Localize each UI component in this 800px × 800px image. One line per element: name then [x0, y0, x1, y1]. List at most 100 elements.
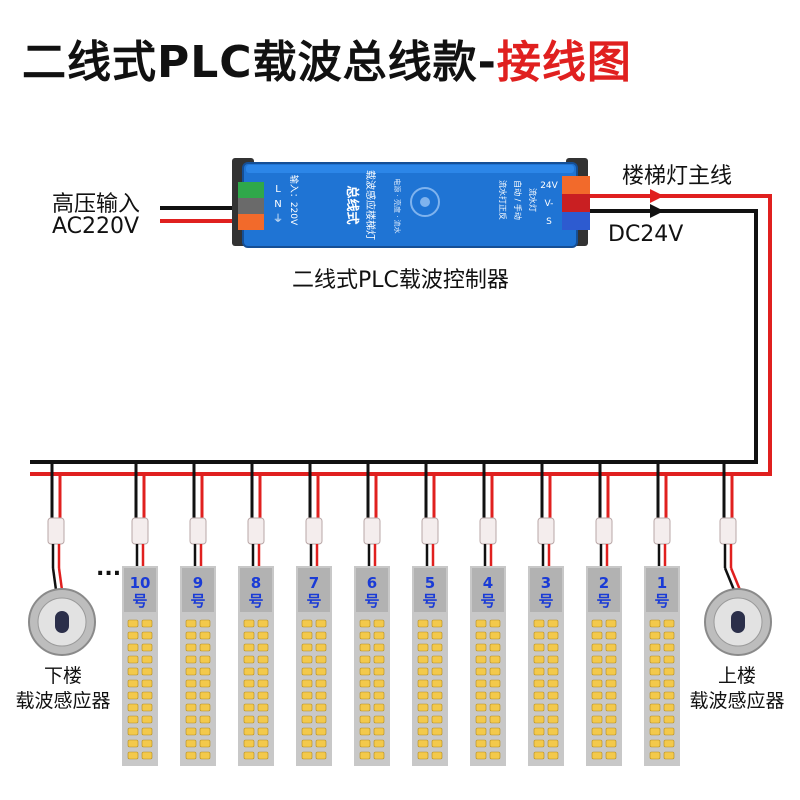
strip-7-led-10-left [301, 739, 313, 748]
strip-7-connector [305, 517, 323, 545]
controller-side-text-mid: 自动 / 手动 [513, 180, 523, 220]
strip-9-led-10-left [185, 739, 197, 748]
strip-number-unit: 号 [306, 592, 322, 610]
strip-number-value: 3 [540, 574, 552, 592]
strip-3-led-8-left [533, 715, 545, 724]
strip-2-led-11-left [591, 751, 603, 760]
controller-mode-text: 电源 · 亮度 · 流水 [393, 178, 402, 233]
strip-3-connector [537, 517, 555, 545]
controller-title-line1: 总线式 [344, 185, 360, 224]
up-sensor-line1: 上楼 [717, 665, 756, 687]
strip-9-led-3-right [199, 655, 211, 664]
strip-7-led-3-left [301, 655, 313, 664]
strip-4-led-9-right [489, 727, 501, 736]
strip-5-led-2-left [417, 643, 429, 652]
strip-3-led-9-right [547, 727, 559, 736]
strip-6-led-5-right [373, 679, 385, 688]
strip-number-unit: 号 [190, 592, 206, 610]
strip-6-led-10-left [359, 739, 371, 748]
strip-5-led-8-left [417, 715, 429, 724]
strip-4-led-1-left [475, 631, 487, 640]
strip-3-led-10-left [533, 739, 545, 748]
strip-3-led-4-left [533, 667, 545, 676]
strip-9-led-1-left [185, 631, 197, 640]
strip-2-led-3-right [605, 655, 617, 664]
strip-4-led-2-right [489, 643, 501, 652]
strip-9-led-8-left [185, 715, 197, 724]
strip-5-led-9-right [431, 727, 443, 736]
strip-4-label-area [472, 568, 504, 612]
strip-10-led-3-left [127, 655, 139, 664]
strip-8-led-3-right [257, 655, 269, 664]
strip-9-led-10-right [199, 739, 211, 748]
strip-8-led-6-left [243, 691, 255, 700]
strip-5-led-7-right [431, 703, 443, 712]
strip-8-led-10-right [257, 739, 269, 748]
strip-10-led-5-left [127, 679, 139, 688]
strip-5-led-1-right [431, 631, 443, 640]
strip-2-led-8-left [591, 715, 603, 724]
strip-7-label-area [298, 568, 330, 612]
strip-3-led-3-left [533, 655, 545, 664]
strip-5-led-4-left [417, 667, 429, 676]
strip-2-label-area [588, 568, 620, 612]
strip-2-led-4-left [591, 667, 603, 676]
strip-7-led-4-left [301, 667, 313, 676]
down-sensor-drop-connector [47, 517, 65, 545]
strip-10-led-9-left [127, 727, 139, 736]
strip-10-led-9-right [141, 727, 153, 736]
strip-8-connector [247, 517, 265, 545]
strip-9-led-2-left [185, 643, 197, 652]
strip-7-led-1-right [315, 631, 327, 640]
main-wire-red [30, 194, 772, 476]
strip-2-led-6-left [591, 691, 603, 700]
strip-4-led-3-left [475, 655, 487, 664]
strip-10-led-2-right [141, 643, 153, 652]
strip-number-value: 5 [424, 574, 436, 592]
strip-4-led-0-left [475, 619, 487, 628]
strip-8-led-10-left [243, 739, 255, 748]
strip-4-led-2-left [475, 643, 487, 652]
strip-8-led-4-right [257, 667, 269, 676]
controller-terminal-ground: ⏚ [273, 213, 283, 225]
terminal-orange [238, 214, 264, 230]
strip-7-led-4-right [315, 667, 327, 676]
strip-2-led-1-right [605, 631, 617, 640]
strip-6-led-4-left [359, 667, 371, 676]
strip-6-led-11-left [359, 751, 371, 760]
strip-6-connector [363, 517, 381, 545]
strip-3-led-1-left [533, 631, 545, 640]
controller-terminal-n: N [274, 199, 281, 210]
strip-5-led-10-left [417, 739, 429, 748]
strip-10-led-1-right [141, 631, 153, 640]
strip-number-value: 2 [598, 574, 610, 592]
strip-9-led-8-right [199, 715, 211, 724]
strip-9-led-0-right [199, 619, 211, 628]
strip-10-led-0-left [127, 619, 139, 628]
strip-10-led-4-left [127, 667, 139, 676]
controller-side-text-right: 流水灯 [528, 188, 538, 212]
strip-9-led-4-left [185, 667, 197, 676]
strip-1-led-0-right [663, 619, 675, 628]
strip-3-led-3-right [547, 655, 559, 664]
strip-number-value: 7 [308, 574, 320, 592]
strip-4-led-7-left [475, 703, 487, 712]
strip-10-led-6-left [127, 691, 139, 700]
strip-8-led-9-left [243, 727, 255, 736]
strip-1-led-8-right [663, 715, 675, 724]
strip-1-led-0-left [649, 619, 661, 628]
strip-8-led-11-right [257, 751, 269, 760]
strip-4-led-4-right [489, 667, 501, 676]
strip-6-led-9-right [373, 727, 385, 736]
strip-7-led-11-left [301, 751, 313, 760]
terminal-out-orange [562, 176, 590, 194]
strip-9-led-7-left [185, 703, 197, 712]
strip-1-led-11-right [663, 751, 675, 760]
strip-2-connector [595, 517, 613, 545]
strip-7-led-7-right [315, 703, 327, 712]
strip-number-value: 4 [482, 574, 494, 592]
